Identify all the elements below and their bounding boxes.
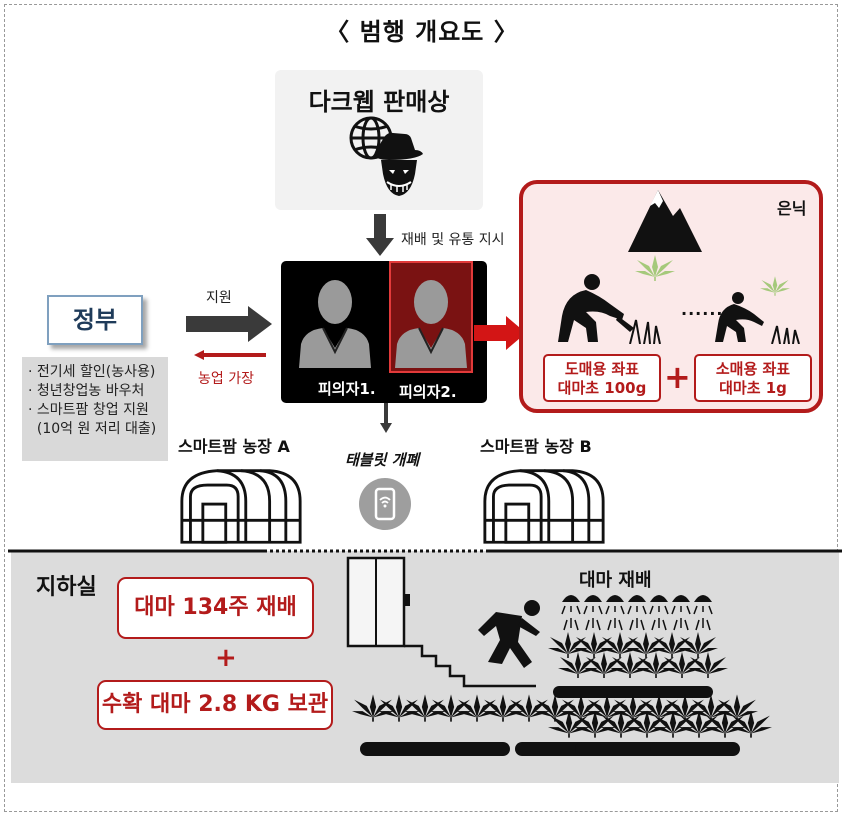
ellipsis: ....... [681, 300, 731, 319]
farm-b-label: 스마트팜 농장 B [480, 437, 592, 456]
retail-coordinate-box: 소매용 좌표 대마초 1g [694, 354, 812, 402]
retail-line: 대마초 1g [719, 379, 787, 397]
digging-person-small-icon [715, 292, 800, 344]
planter-tray [650, 742, 740, 756]
support-item: · 전기세 할인(농사용) [28, 364, 156, 380]
farm-a-label: 스마트팜 농장 A [178, 437, 290, 456]
tablet-arrow [380, 403, 392, 433]
support-arrow [186, 306, 272, 342]
cultivation-count-box: 대마 134주 재배 [117, 577, 314, 639]
suspect2-avatar [391, 268, 471, 368]
greenhouse-b-icon [482, 460, 606, 552]
basement-label: 지하실 [36, 575, 97, 600]
support-label: 지원 [206, 290, 232, 306]
page-title: 〈 범행 개요도 〉 [325, 18, 519, 46]
cultivation-label: 대마 재배 [579, 570, 652, 591]
support-item: · 청년창업농 바우처 [28, 383, 145, 399]
cannabis-leaf-icon [688, 650, 728, 680]
instruction-label: 재배 및 유통 지시 [401, 232, 505, 248]
grow-light-icon [583, 595, 603, 631]
wholesale-line: 도매용 좌표 [564, 360, 640, 378]
hiding-arrow [474, 316, 526, 350]
storage-box: 수확 대마 2.8 KG 보관 [97, 680, 333, 730]
grow-light-icon [671, 595, 691, 631]
hiding-plus: + [664, 358, 691, 396]
support-item: (10억 원 저리 대출) [28, 421, 157, 437]
grow-light-icon [693, 595, 713, 631]
suspect1-label: 피의자1. [318, 380, 376, 398]
grow-light-icon [627, 595, 647, 631]
instruction-arrow [366, 214, 394, 256]
tablet-label: 태블릿 개폐 [345, 451, 420, 469]
support-list: · 전기세 할인(농사용) · 청년창업농 바우처 · 스마트팜 창업 지원 (… [22, 357, 168, 461]
grow-light-icon [605, 595, 625, 631]
government-box: 정부 [47, 295, 143, 345]
farming-disguise-label: 농업 가장 [198, 371, 254, 387]
suspect2-label: 피의자2. [399, 383, 457, 401]
suspect1-avatar [293, 268, 377, 368]
farming-disguise-arrow [194, 350, 266, 360]
planter-tray [360, 742, 510, 756]
support-item: · 스마트팜 창업 지원 [28, 402, 149, 418]
retail-line: 소매용 좌표 [715, 360, 791, 378]
digging-person-icon [558, 274, 661, 344]
tablet-icon [359, 478, 411, 530]
elevator-stairs-icon [346, 556, 540, 688]
grow-light-icon [561, 595, 581, 631]
hiding-label: 은닉 [777, 199, 807, 218]
greenhouse-a-icon [179, 460, 303, 552]
hacker-globe-icon [349, 116, 423, 196]
dark-web-vendor-label: 다크웹 판매상 [308, 88, 450, 116]
cannabis-leaf-icon [730, 708, 772, 740]
page-frame [4, 4, 838, 812]
planter-tray [553, 686, 713, 698]
wholesale-line: 대마초 100g [557, 379, 647, 397]
grow-light-icon [649, 595, 669, 631]
mountain-icon [628, 190, 702, 252]
ground-line [8, 549, 842, 553]
wholesale-coordinate-box: 도매용 좌표 대마초 100g [543, 354, 661, 402]
basement-plus: + [215, 643, 237, 673]
